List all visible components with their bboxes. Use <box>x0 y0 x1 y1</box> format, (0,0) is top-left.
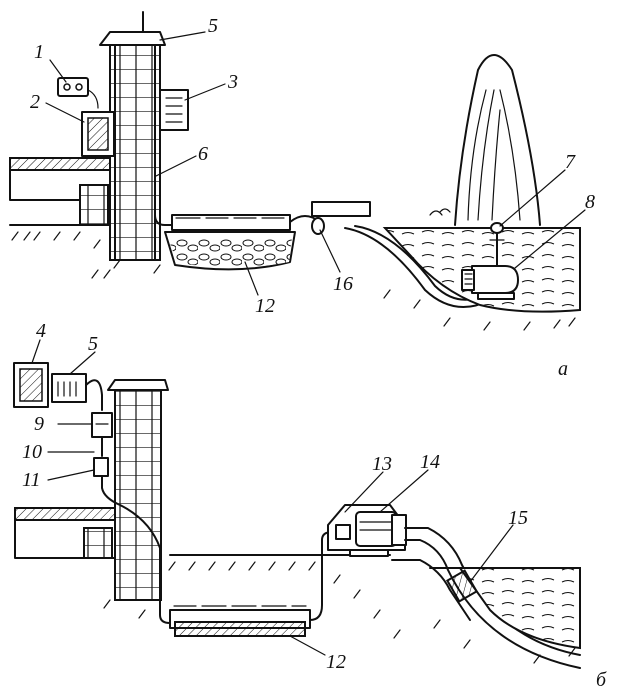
callout-8: 8 <box>585 191 595 213</box>
callout-1: 1 <box>34 41 44 63</box>
control-panel <box>159 89 189 131</box>
callout-5-a: 5 <box>208 15 218 37</box>
ground-hatching-b <box>103 561 576 664</box>
callout-11: 11 <box>22 469 41 491</box>
pump-motor <box>391 514 407 546</box>
panel-label-a: а <box>558 358 568 380</box>
device-11 <box>93 457 109 477</box>
callout-9: 9 <box>34 413 44 435</box>
callout-12-b: 12 <box>326 651 346 673</box>
callout-6: 6 <box>198 143 208 165</box>
callout-12-a: 12 <box>255 295 275 317</box>
callout-2: 2 <box>30 91 40 113</box>
foundation-block-b <box>83 527 113 559</box>
callout-7: 7 <box>565 151 576 173</box>
callout-5-b: 5 <box>88 333 98 355</box>
foundation-block <box>79 184 109 226</box>
panel-b: 4 5 9 10 11 13 14 15 12 б <box>13 320 607 691</box>
pump-inlet <box>461 269 475 291</box>
callout-3: 3 <box>227 71 238 93</box>
pond-bank <box>391 559 471 621</box>
pump-base-b <box>349 549 389 557</box>
fountain-jet <box>454 54 541 226</box>
supply-pipe <box>154 149 173 226</box>
valve-16 <box>311 217 325 235</box>
submersible-pump <box>471 265 519 294</box>
electrical-socket <box>57 77 89 97</box>
wall-cap-b <box>107 379 169 391</box>
control-panel-5 <box>51 373 87 403</box>
callout-16: 16 <box>333 273 353 295</box>
pipe-through-wall <box>101 475 176 624</box>
control-cable <box>85 379 103 411</box>
surface-pump <box>355 511 397 547</box>
splash <box>429 208 451 216</box>
socket-cable <box>87 89 99 109</box>
hose-to-pump <box>344 227 491 308</box>
floor-finish <box>9 157 111 171</box>
pump-base <box>477 292 515 300</box>
pipe-channel <box>171 214 291 231</box>
ground-hatching <box>11 231 576 331</box>
wall-cap <box>99 31 166 46</box>
callout-13: 13 <box>372 453 392 475</box>
brick-wall-b <box>114 389 162 601</box>
gravel-trench-b <box>174 621 306 637</box>
callout-10: 10 <box>22 441 42 463</box>
panel-label-b: б <box>596 669 607 691</box>
device-9 <box>91 412 113 438</box>
brick-wall <box>109 44 161 261</box>
callout-4: 4 <box>36 320 46 342</box>
callout-15: 15 <box>508 507 528 529</box>
riser-pipe <box>309 531 333 621</box>
cover-slab <box>311 201 371 217</box>
pump-check-valve <box>335 524 351 540</box>
leader-lines-b <box>31 339 514 656</box>
callout-14: 14 <box>420 451 440 473</box>
panel-a: 1 2 3 5 6 7 8 12 16 а <box>9 11 595 380</box>
leader-lines-a <box>45 31 586 296</box>
pond-water-b <box>458 567 581 650</box>
